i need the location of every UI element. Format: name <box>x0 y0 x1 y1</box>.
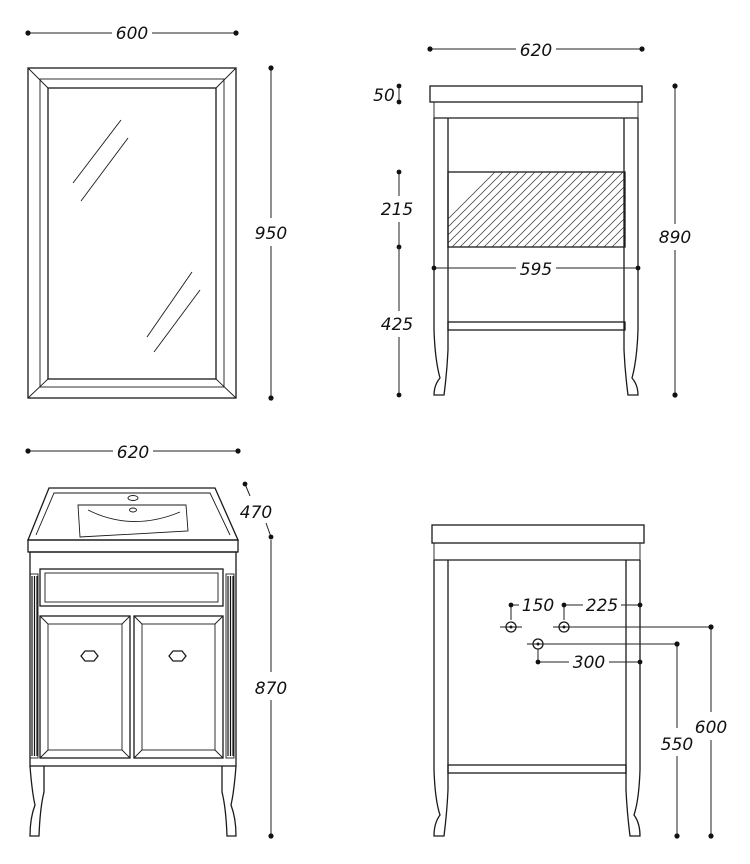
outlet-height-label: 550 <box>661 735 693 755</box>
offset-left-label: 150 <box>522 596 554 616</box>
leg-height-label: 425 <box>381 315 413 335</box>
side-width-dimension: 620 <box>427 41 645 61</box>
mirror-glare <box>72 119 201 353</box>
inlet-height-dimension: 600 <box>569 624 727 839</box>
top-thickness-label: 50 <box>373 86 395 106</box>
inner-width-dimension: 595 <box>431 260 641 280</box>
door-handle-icon <box>168 650 187 662</box>
fluted-pilaster-right <box>225 573 235 759</box>
front-height-label: 870 <box>255 679 287 699</box>
inner-width-label: 595 <box>520 260 552 280</box>
mirror-width-dimension: 600 <box>25 24 239 44</box>
offset-right-label: 225 <box>586 596 618 616</box>
shelf-height-dimension: 215 <box>381 169 413 250</box>
inlet-height-label: 600 <box>695 718 727 738</box>
front-view: 620 470 870 <box>25 443 287 839</box>
front-width-label: 620 <box>117 443 149 463</box>
offset-right-dimension: 225 <box>561 596 643 620</box>
center-offset-label: 300 <box>573 653 605 673</box>
front-width-dimension: 620 <box>25 443 241 463</box>
door-handle-icon <box>80 650 99 662</box>
shelf-height-label: 215 <box>381 200 413 220</box>
mirror-view: 600 950 <box>25 24 287 401</box>
mirror-width-label: 600 <box>116 24 148 44</box>
total-height-dimension: 890 <box>659 83 691 398</box>
shelf-hatch <box>448 172 625 247</box>
outlet-height-dimension: 550 <box>543 641 693 839</box>
center-offset-dimension: 300 <box>535 649 643 673</box>
side-view: 620 50 215 425 595 <box>373 41 691 398</box>
offset-left-dimension: 150 <box>508 596 554 620</box>
front-height-dimension: 870 <box>255 540 287 839</box>
mirror-height-label: 950 <box>255 224 287 244</box>
top-thickness-dimension: 50 <box>373 83 402 106</box>
plumbing-view: 150 225 300 550 <box>431 524 727 839</box>
total-height-label: 890 <box>659 228 691 248</box>
side-width-label: 620 <box>520 41 552 61</box>
fluted-pilaster-left <box>29 573 39 759</box>
front-depth-label: 470 <box>240 503 272 523</box>
front-depth-dimension: 470 <box>240 481 274 540</box>
leg-height-dimension: 425 <box>381 247 413 398</box>
mirror-height-dimension: 950 <box>255 65 287 401</box>
pipe-fitting-left <box>500 621 522 633</box>
